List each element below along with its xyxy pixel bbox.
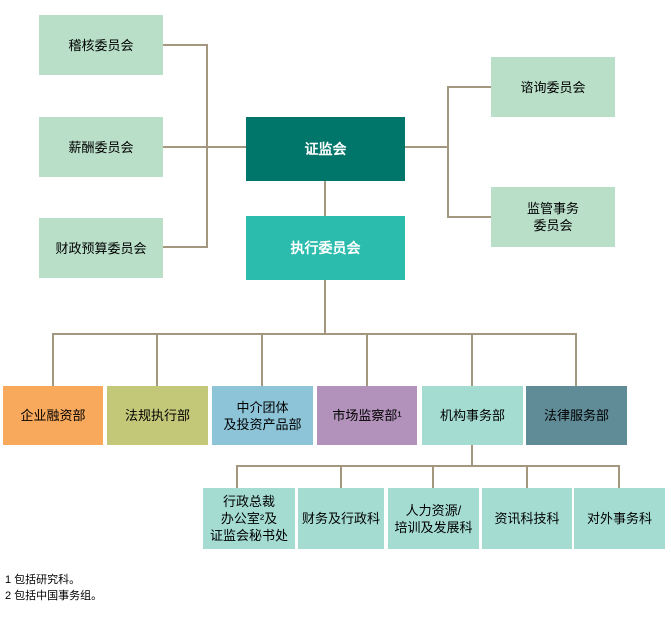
footnote-1: 1 包括研究科。 [5, 574, 81, 586]
connector-line [324, 280, 326, 335]
connector-line [526, 465, 528, 488]
connector-line [340, 465, 342, 488]
node-corporate-finance-division: 企业融资部 [3, 386, 103, 445]
node-advisory-committee: 谘询委员会 [491, 57, 615, 117]
connector-line [236, 465, 620, 467]
connector-line [447, 86, 491, 88]
connector-line [163, 44, 208, 46]
connector-line [447, 216, 491, 218]
connector-line [575, 333, 577, 386]
node-external-relations: 对外事务科 [574, 488, 665, 549]
connector-line [366, 333, 368, 386]
node-ceo-office-and-secretariat: 行政总裁 办公室²及 证监会秘书处 [203, 488, 295, 549]
node-finance-and-administration: 财务及行政科 [298, 488, 384, 549]
connector-line [471, 333, 473, 386]
connector-line [447, 86, 449, 218]
connector-line [236, 465, 238, 488]
connector-line [52, 333, 54, 386]
footnotes: 1 包括研究科。 2 包括中国事务组。 [5, 572, 102, 604]
node-supervision-of-markets-division: 市场监察部¹ [317, 386, 417, 445]
connector-line [261, 333, 263, 386]
node-corporate-affairs-division: 机构事务部 [422, 386, 523, 445]
node-information-technology: 资讯科技科 [482, 488, 572, 549]
connector-line [432, 465, 434, 488]
node-intermediaries-investment-products-division: 中介团体 及投资产品部 [212, 386, 313, 445]
node-sfc-board: 证监会 [246, 117, 405, 181]
connector-line [156, 333, 158, 386]
node-legal-services-division: 法律服务部 [526, 386, 627, 445]
connector-line [405, 146, 449, 148]
node-executive-committee: 执行委员会 [246, 216, 405, 280]
footnote-2: 2 包括中国事务组。 [5, 590, 103, 602]
connector-line [163, 146, 246, 148]
node-human-resources-training-development: 人力资源/ 培训及发展科 [388, 488, 479, 549]
node-enforcement-division: 法规执行部 [107, 386, 208, 445]
connector-line [471, 445, 473, 467]
node-budget-committee: 财政预算委员会 [39, 218, 163, 278]
node-regulatory-affairs-committee: 监管事务 委员会 [491, 187, 615, 247]
connector-line [324, 181, 326, 216]
connector-line [163, 246, 208, 248]
node-remuneration-committee: 薪酬委员会 [39, 117, 163, 177]
node-audit-committee: 稽核委员会 [39, 15, 163, 75]
connector-line [52, 333, 577, 335]
connector-line [618, 465, 620, 488]
